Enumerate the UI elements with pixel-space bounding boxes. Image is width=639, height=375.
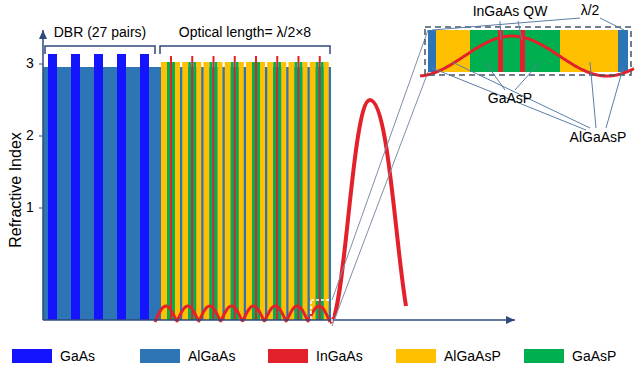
legend-swatch — [140, 349, 180, 363]
field-peak — [330, 100, 406, 322]
y-axis — [42, 30, 44, 320]
legend-text: AlGaAs — [188, 348, 235, 364]
axis-title: Refractive Index — [7, 132, 25, 248]
legend-text: GaAs — [60, 348, 95, 364]
callout-label: λ/2 — [581, 3, 600, 18]
dbr-gaas-bars — [48, 54, 149, 320]
legend-entry: GaAsP — [524, 348, 616, 364]
legend-text: InGaAs — [316, 348, 363, 364]
leader-lines — [432, 18, 624, 130]
x-axis — [43, 319, 515, 321]
zoom-box — [311, 300, 332, 326]
dbr-bracket — [45, 46, 155, 54]
active-region-layers — [161, 56, 329, 320]
tick — [39, 208, 43, 209]
legend-text: AlGaAsP — [444, 348, 501, 364]
legend-entry: AlGaAs — [140, 348, 235, 364]
inset-box — [425, 27, 631, 75]
zoom-guide — [332, 30, 428, 300]
inset-layers — [428, 30, 628, 72]
legend-swatch — [524, 349, 564, 363]
zoom-guide — [332, 72, 428, 326]
callout-label: InGaAs QW — [473, 4, 548, 19]
callout-label: GaAsP — [488, 91, 532, 106]
legend-swatch — [12, 349, 52, 363]
bracket-label: DBR (27 pairs) — [54, 25, 147, 40]
bracket-label: Optical length= λ/2×8 — [179, 25, 311, 40]
legend-entry: AlGaAsP — [396, 348, 501, 364]
legend-text: GaAsP — [572, 348, 616, 364]
callout-label: AlGaAsP — [570, 130, 627, 145]
tick-label: 2 — [26, 128, 34, 143]
legend-swatch — [268, 349, 308, 363]
legend-entry: GaAs — [12, 348, 95, 364]
tick — [39, 64, 43, 65]
inset-standing-wave — [420, 36, 634, 76]
tick-label: 1 — [26, 200, 34, 215]
tick — [39, 136, 43, 137]
legend-swatch — [396, 349, 436, 363]
legend-entry: InGaAs — [268, 348, 363, 364]
tick-label: 3 — [26, 56, 34, 71]
active-bracket — [160, 46, 330, 54]
